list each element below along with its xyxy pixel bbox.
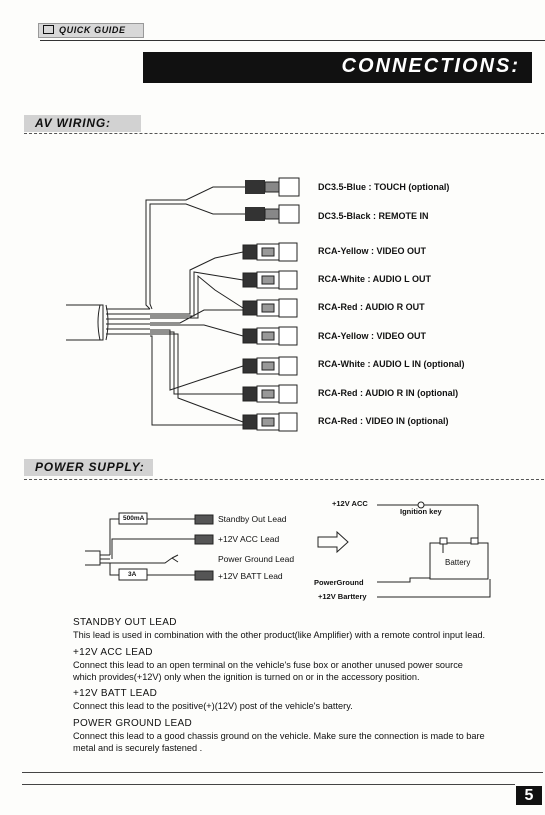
power-ground-lead-label: Power Ground Lead — [218, 554, 295, 564]
description-heading: +12V BATT LEAD — [73, 688, 158, 699]
power-supply-divider — [24, 479, 544, 480]
description-heading: POWER GROUND LEAD — [73, 718, 193, 729]
av-wiring-divider — [24, 133, 544, 134]
rca-plug-body — [242, 358, 258, 374]
connector-label: RCA-White : AUDIO L IN (optional) — [318, 359, 465, 369]
quick-guide-label: QUICK GUIDE — [59, 25, 126, 35]
footer-rule — [22, 784, 515, 785]
rca-plug-body — [242, 414, 258, 430]
header-rule — [40, 40, 545, 41]
acc-lead-label: +12V ACC Lead — [218, 534, 280, 544]
rca-jack — [278, 298, 298, 318]
description-line: metal and is securely fastened . — [73, 743, 203, 753]
rca-plug-body — [242, 272, 258, 288]
quick-guide-tab: QUICK GUIDE — [38, 23, 144, 38]
connector-label: RCA-Yellow : VIDEO OUT — [318, 246, 427, 256]
rca-jack — [278, 326, 298, 346]
rca-jack — [278, 412, 298, 432]
standby-out-lead-label: Standby Out Lead — [218, 514, 287, 524]
description-heading: STANDBY OUT LEAD — [73, 617, 177, 628]
connections-banner: CONNECTIONS: — [143, 52, 532, 83]
rca-plug-ring — [261, 247, 275, 257]
connector-label: RCA-Red : AUDIO R IN (optional) — [318, 388, 459, 398]
batt-lead-label: +12V BATT Lead — [218, 571, 283, 581]
description-line: Connect this lead to a good chassis grou… — [73, 731, 485, 741]
description-line: This lead is used in combination with th… — [73, 630, 486, 640]
connector-label: DC3.5-Blue : TOUCH (optional) — [318, 182, 450, 192]
fuse-500ma-label: 500mA — [123, 515, 145, 522]
rca-plug-body — [242, 300, 258, 316]
footer-rule — [22, 772, 543, 773]
rca-jack — [278, 242, 298, 262]
power-ground-label: PowerGround — [314, 578, 364, 587]
rca-plug-ring — [261, 417, 275, 427]
batt-label: +12V Barttery — [318, 592, 367, 601]
acc-label: +12V ACC — [332, 499, 368, 508]
rca-plug-body — [242, 386, 258, 402]
description-heading: +12V ACC LEAD — [73, 647, 153, 658]
rca-plug-ring — [261, 389, 275, 399]
page-title: CONNECTIONS: — [341, 55, 520, 77]
rca-plug-body — [242, 244, 258, 260]
rca-plug-ring — [261, 303, 275, 313]
connector-label: RCA-White : AUDIO L OUT — [318, 274, 431, 284]
ignition-key-label: Ignition key — [400, 507, 442, 516]
av-wiring-heading: AV WIRING: — [24, 115, 141, 132]
fuse-3a-label: 3A — [128, 571, 137, 578]
rca-jack — [278, 384, 298, 404]
connector-label: RCA-Red : AUDIO R OUT — [318, 302, 425, 312]
battery-label: Battery — [445, 558, 471, 567]
rca-plug-ring — [261, 331, 275, 341]
rca-plug-body — [242, 328, 258, 344]
connector-label: RCA-Red : VIDEO IN (optional) — [318, 416, 449, 426]
connector-label: DC3.5-Black : REMOTE IN — [318, 211, 429, 221]
description-line: Connect this lead to the positive(+)(12V… — [73, 701, 353, 711]
rca-plug-ring — [261, 361, 275, 371]
rca-jack — [278, 270, 298, 290]
page-number: 5 — [516, 786, 542, 805]
description-line: Connect this lead to an open terminal on… — [73, 660, 463, 670]
book-icon — [43, 25, 54, 34]
rca-plug-ring — [261, 275, 275, 285]
description-line: which provides(+12V) only when the ignit… — [73, 672, 420, 682]
connector-label: RCA-Yellow : VIDEO OUT — [318, 331, 427, 341]
power-supply-heading: POWER SUPPLY: — [24, 459, 153, 476]
rca-jack — [278, 356, 298, 376]
